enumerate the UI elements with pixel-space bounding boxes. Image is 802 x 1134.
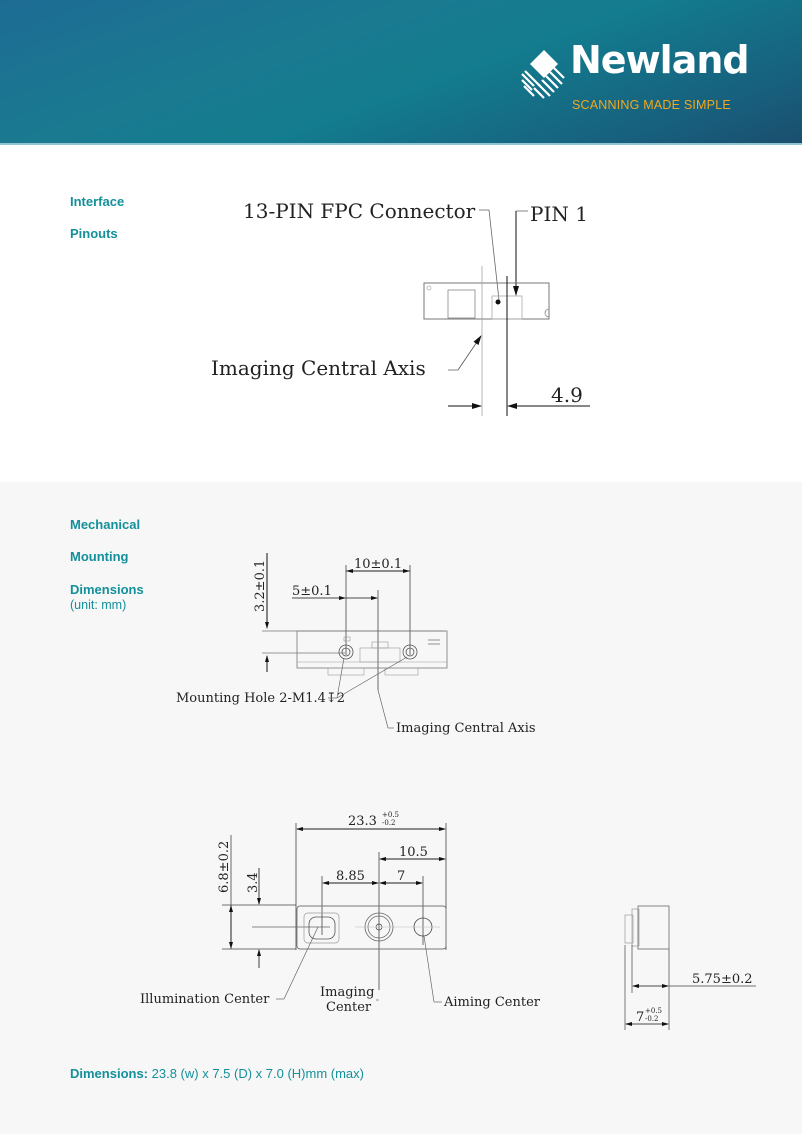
- newland-diamond-logo-icon: [521, 50, 565, 99]
- label-pinouts: Pinouts: [70, 226, 118, 241]
- label-interface: Interface: [70, 194, 125, 209]
- label-unit: (unit: mm): [70, 598, 127, 612]
- label-dimensions: Dimensions: [70, 582, 144, 597]
- dimensions-summary: Dimensions: 23.8 (w) x 7.5 (D) x 7.0 (H)…: [70, 1066, 364, 1081]
- dimensions-summary-label: Dimensions:: [70, 1066, 149, 1081]
- dimensions-summary-value: 23.8 (w) x 7.5 (D) x 7.0 (H)mm (max): [151, 1066, 364, 1081]
- brand-tagline: SCANNING MADE SIMPLE: [572, 98, 731, 112]
- mechanical-section: [0, 482, 802, 1134]
- brand-logo: Newland SCANNING MADE SIMPLE: [520, 38, 750, 114]
- brand-name: Newland: [570, 38, 750, 82]
- header-banner: [0, 0, 802, 143]
- interface-section: [0, 145, 802, 482]
- label-mounting: Mounting: [70, 549, 129, 564]
- header-edge: [0, 143, 802, 145]
- label-mechanical: Mechanical: [70, 517, 141, 532]
